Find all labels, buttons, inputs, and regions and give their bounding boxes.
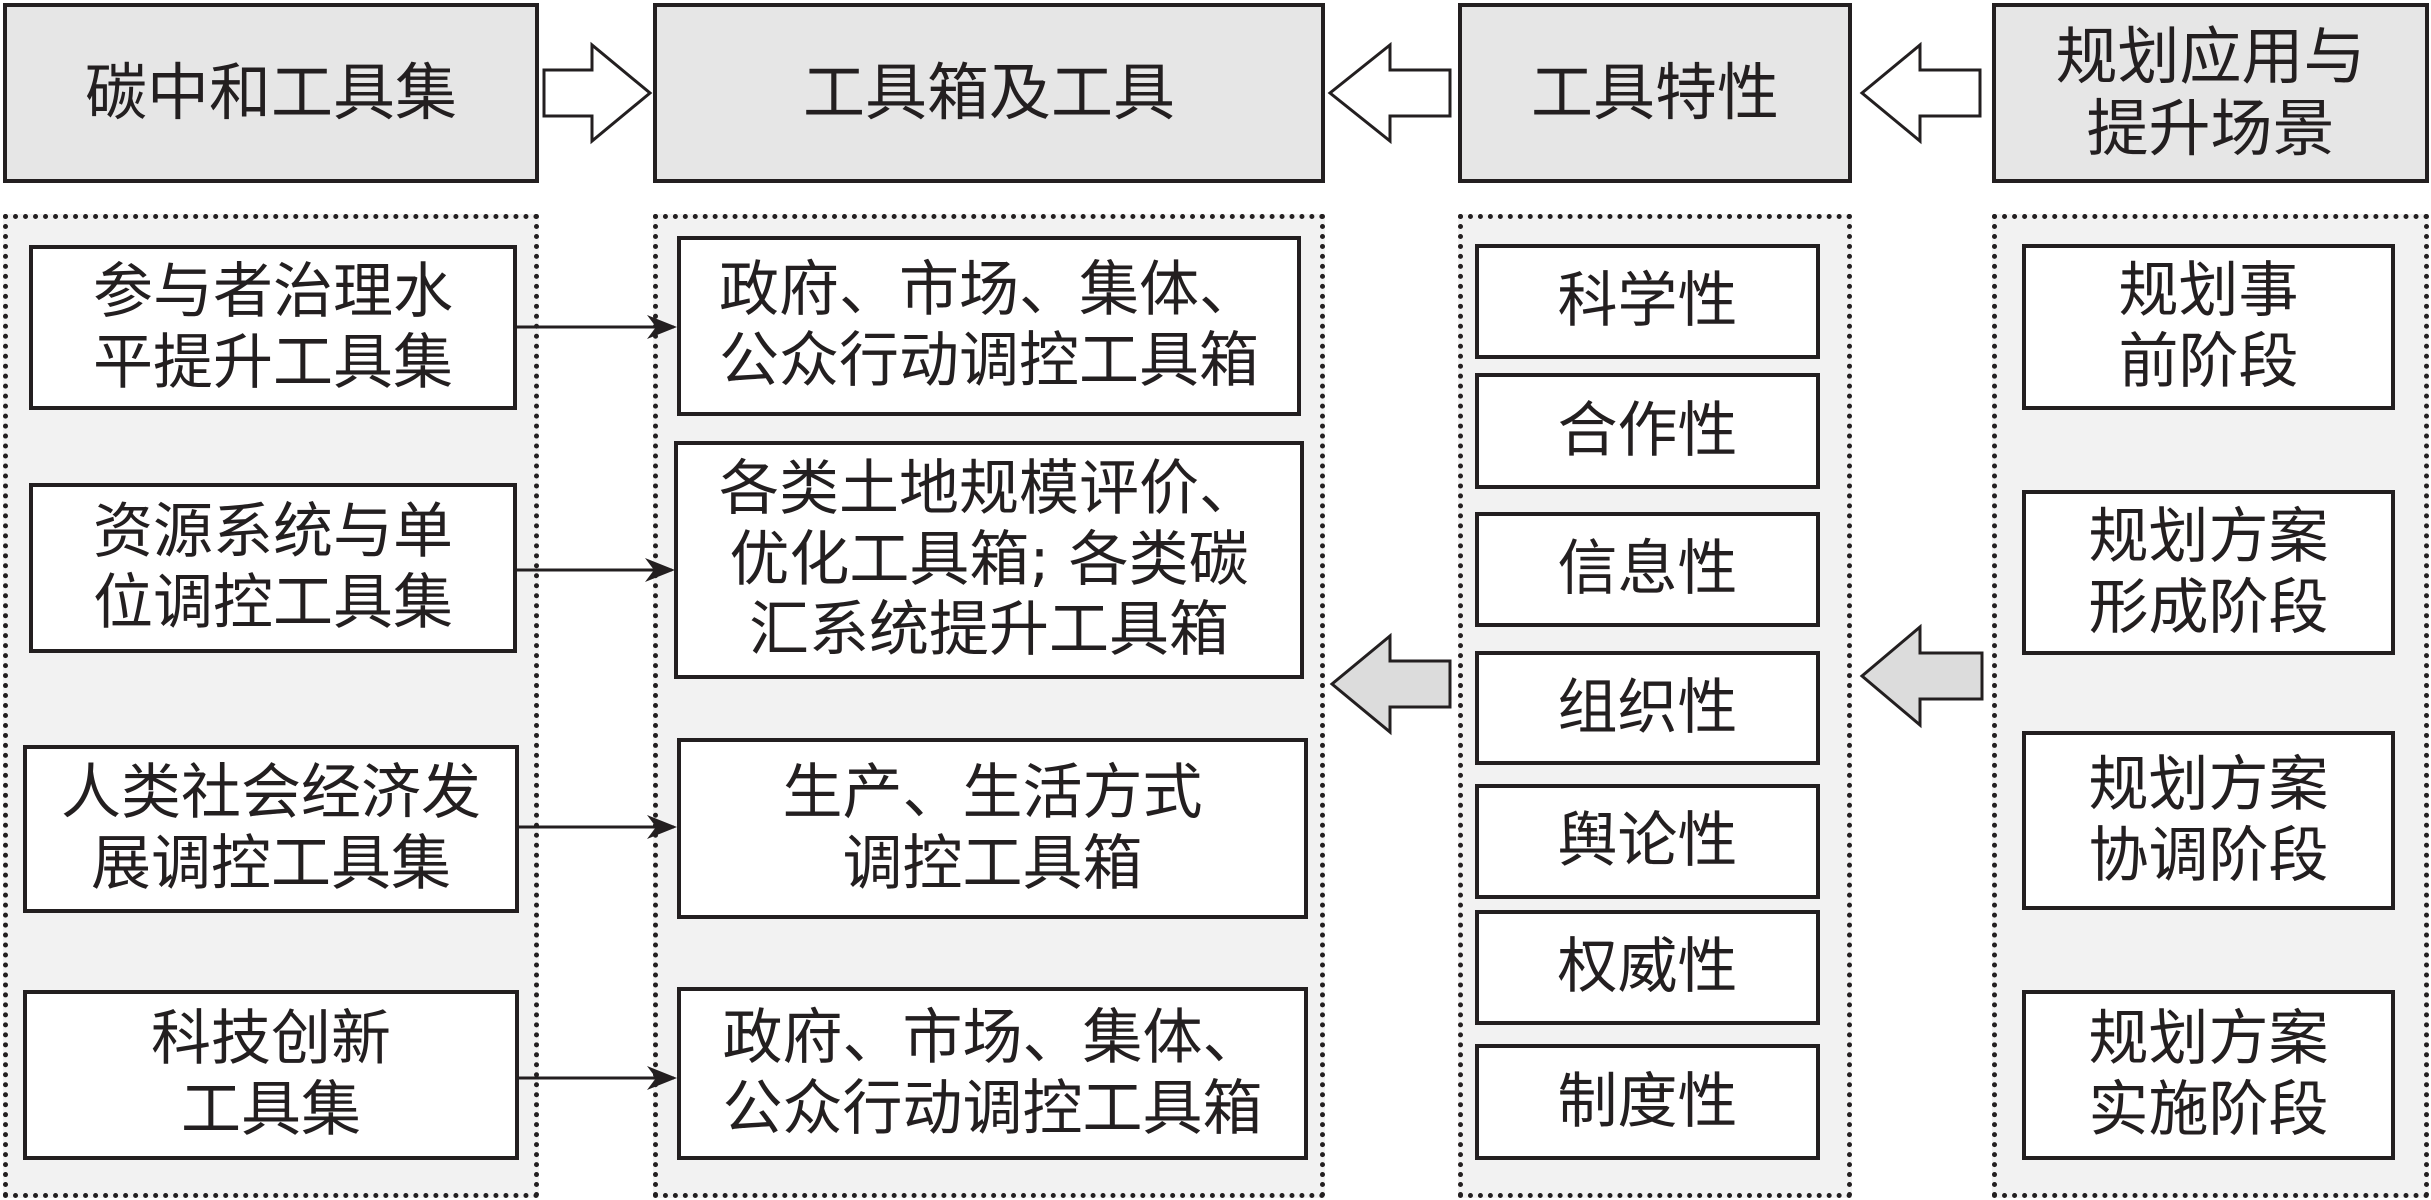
header-features: 工具特性 <box>1458 3 1852 183</box>
feature-box-4: 组织性 <box>1475 651 1820 765</box>
header-toolbox: 工具箱及工具 <box>653 3 1325 183</box>
header-toolset-label: 碳中和工具集 <box>84 56 457 130</box>
toolbox-label-2: 各类土地规模评价、 优化工具箱; 各类碳 汇系统提升工具箱 <box>719 453 1259 666</box>
feature-box-2: 合作性 <box>1475 373 1820 489</box>
feature-label-3: 信息性 <box>1557 534 1738 605</box>
arrow-left-icon <box>1859 41 1982 145</box>
header-scenarios-label: 规划应用与 提升场景 <box>2055 20 2366 165</box>
toolset-label-1: 参与者治理水 平提升工具集 <box>93 256 453 398</box>
scenario-label-2: 规划方案 形成阶段 <box>2088 501 2329 643</box>
arrow-left-icon <box>1859 623 1984 729</box>
arrow-left-icon <box>1329 632 1452 736</box>
feature-label-5: 舆论性 <box>1557 806 1738 877</box>
scenario-label-1: 规划事 前阶段 <box>2118 256 2299 397</box>
toolbox-box-2: 各类土地规模评价、 优化工具箱; 各类碳 汇系统提升工具箱 <box>674 441 1304 679</box>
toolset-box-3: 人类社会经济发 展调控工具集 <box>23 745 519 913</box>
scenario-box-1: 规划事 前阶段 <box>2022 244 2395 410</box>
feature-label-7: 制度性 <box>1557 1066 1738 1137</box>
feature-label-1: 科学性 <box>1557 266 1738 337</box>
toolset-box-2: 资源系统与单 位调控工具集 <box>29 483 517 653</box>
toolbox-box-3: 生产、生活方式 调控工具箱 <box>677 738 1308 919</box>
scenario-label-4: 规划方案 实施阶段 <box>2088 1004 2329 1145</box>
feature-box-6: 权威性 <box>1475 910 1820 1025</box>
toolset-label-4: 科技创新 工具集 <box>151 1004 391 1145</box>
feature-label-4: 组织性 <box>1557 672 1738 743</box>
scenario-box-4: 规划方案 实施阶段 <box>2022 990 2395 1160</box>
toolset-box-1: 参与者治理水 平提升工具集 <box>29 245 517 410</box>
arrow-right-icon <box>542 41 653 145</box>
feature-box-3: 信息性 <box>1475 512 1820 627</box>
scenario-box-3: 规划方案 协调阶段 <box>2022 731 2395 910</box>
header-scenarios: 规划应用与 提升场景 <box>1992 3 2429 183</box>
feature-box-7: 制度性 <box>1475 1044 1820 1160</box>
scenario-box-2: 规划方案 形成阶段 <box>2022 490 2395 655</box>
header-toolbox-label: 工具箱及工具 <box>802 56 1175 130</box>
toolset-label-3: 人类社会经济发 展调控工具集 <box>61 758 481 899</box>
feature-box-5: 舆论性 <box>1475 784 1820 899</box>
toolbox-box-4: 政府、市场、集体、 公众行动调控工具箱 <box>677 987 1308 1160</box>
header-features-label: 工具特性 <box>1530 56 1779 130</box>
toolbox-label-3: 生产、生活方式 调控工具箱 <box>782 757 1203 899</box>
feature-label-2: 合作性 <box>1557 395 1738 466</box>
header-toolset: 碳中和工具集 <box>3 3 539 183</box>
toolbox-label-1: 政府、市场、集体、 公众行动调控工具箱 <box>719 255 1259 396</box>
feature-box-1: 科学性 <box>1475 244 1820 359</box>
toolbox-label-4: 政府、市场、集体、 公众行动调控工具箱 <box>722 1002 1263 1144</box>
toolset-box-4: 科技创新 工具集 <box>23 990 519 1160</box>
feature-label-6: 权威性 <box>1557 932 1738 1003</box>
toolset-label-2: 资源系统与单 位调控工具集 <box>93 497 453 638</box>
arrow-left-icon <box>1327 41 1452 145</box>
toolbox-box-1: 政府、市场、集体、 公众行动调控工具箱 <box>677 236 1301 416</box>
scenario-label-3: 规划方案 协调阶段 <box>2088 749 2329 891</box>
